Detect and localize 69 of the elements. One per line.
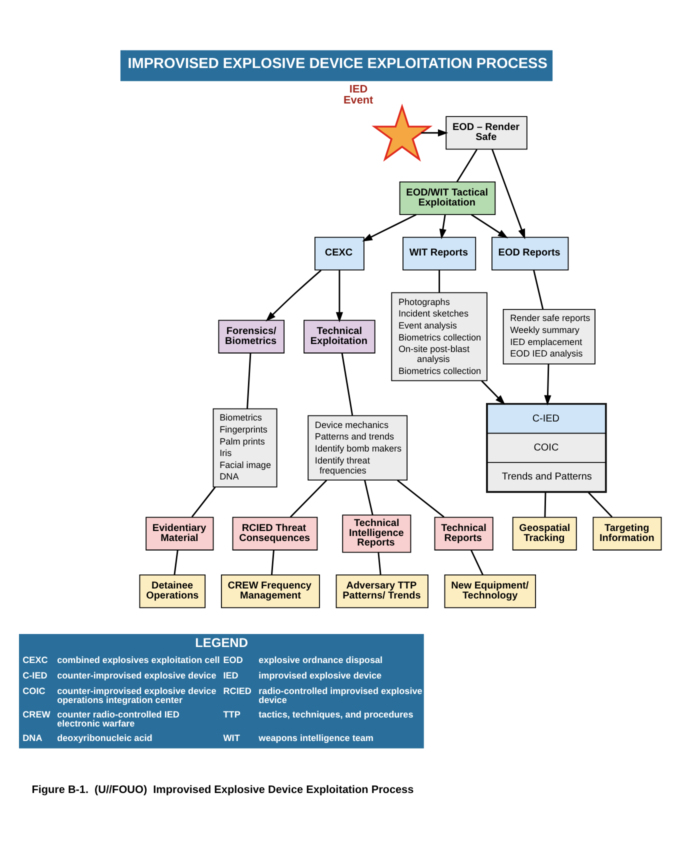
connector [378,552,382,574]
arrow [439,214,446,239]
label: IED [223,670,238,680]
label: counter-improvised explosive device operations integration center [57,685,216,704]
label: EOD [223,654,243,665]
arrow [266,269,322,322]
label: RCIED [223,685,252,696]
node-box: EOD/WIT Tactical Exploitation [399,180,496,215]
node-box: EOD – Render Safe [446,116,528,150]
label: counter-improvised explosive device [57,670,216,680]
connector [364,480,374,515]
connector [191,486,216,517]
node-box: Evidentiary Material [146,516,214,550]
label: C-IED [22,670,48,680]
connector [246,352,252,408]
node-box: New Equipment/ Technology [444,574,536,608]
diagram-title: IMPROVISED EXPLOSIVE DEVICE EXPLOITATION PROCESS [128,56,548,72]
node-box: EOD Reports [492,236,569,270]
node-box: Device mechanics Patterns and trends Identify bomb makers Identify threat frequencies [308,414,408,480]
label: radio-controlled improvised explosive device [258,685,422,704]
connector [397,479,444,518]
arrow [481,380,506,404]
arrow [336,270,344,322]
connector [174,550,178,575]
label: improvised explosive device [258,670,382,680]
connector [470,549,484,575]
connector [290,479,328,518]
label: CEXC [22,654,48,665]
connector [341,352,354,416]
node-box: Photographs Incident sketches Event analysis Biometrics collection On-site post-blast analysis Biometrics collection [391,292,488,381]
node-box: Technical Exploitation [304,319,376,353]
node-box: Render safe reports Weekly summary IED emplacement EOD IED analysis [502,308,596,364]
node-box: Biometrics Fingerprints Palm prints Iris Facial image DNA [212,408,278,487]
node-box: Targeting Information [592,516,662,550]
label: LEGEND [195,635,248,650]
label: explosive ordnance disposal [258,654,383,665]
node-box: Technical Reports [434,516,494,550]
arrow [544,364,552,405]
node-label: IED Event [344,83,374,106]
node-box: CREW Frequency Management [220,574,320,608]
connector [533,270,544,309]
node-box: Forensics/ Biometrics [218,319,285,353]
label: TTP [223,708,240,719]
label: deoxyribonucleic acid [57,732,152,743]
node-box: Detainee Operations [139,574,206,608]
caption: Figure B-1. (U//FOUO) Improvised Explosive Device Exploitation Process [32,783,414,796]
connector [271,550,274,574]
node-box: Geospatial Tracking [512,516,577,550]
connector [456,148,478,182]
label: WIT [223,732,240,743]
label: combined explosives exploitation cell [57,654,220,665]
arrow [421,128,448,136]
label: weapons intelligence team [258,732,374,743]
label: COIC [22,685,46,696]
label: tactics, techniques, and procedures [258,708,414,719]
label: DNA [22,732,42,743]
node-box: Adversary TTP Patterns/ Trends [336,574,428,608]
arrow [470,214,508,238]
label: counter radio-controlled IED electronic warfare [57,708,180,728]
connector [588,492,613,517]
node-box: Technical Intelligence Reports [342,514,412,552]
connector [438,270,440,292]
node-box: WIT Reports [402,236,476,270]
node-box: CEXC [314,236,364,270]
connector [544,492,546,516]
node-box: RCIED Threat Consequences [232,516,318,550]
label: CREW [22,708,50,719]
arrow [492,148,526,239]
arrow [362,214,417,241]
